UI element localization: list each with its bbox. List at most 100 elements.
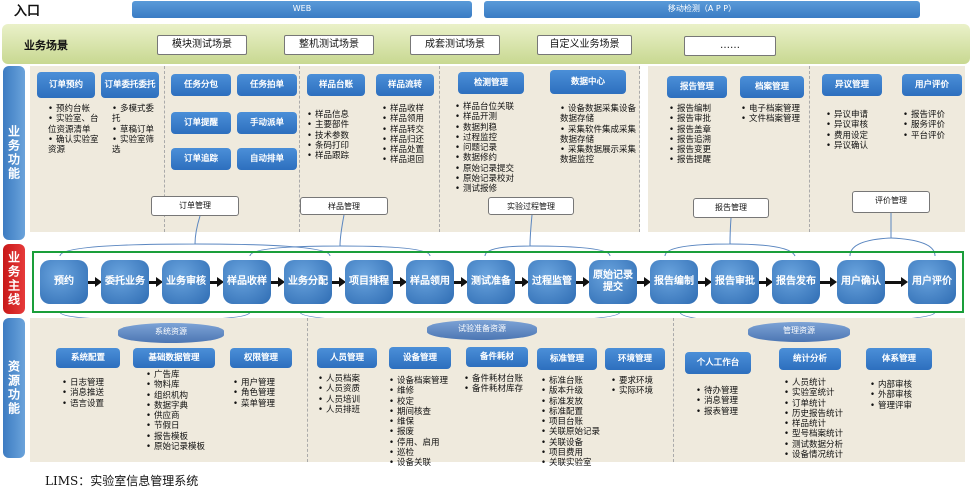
list-item: 供应商 (146, 411, 226, 421)
list-item: 费用设定 (826, 131, 886, 141)
stats-button[interactable]: 统计分析 (779, 348, 841, 370)
list-item: 要求环境 (611, 376, 671, 386)
test-process-label: 实验过程管理 (488, 197, 574, 215)
list-item: 消息推送 (62, 388, 122, 398)
sys-list-3: 用户管理 角色管理 菜单管理 (233, 378, 293, 409)
flow-node-sample-use[interactable]: 样品领用 (406, 260, 454, 304)
permission-button[interactable]: 权限管理 (230, 348, 292, 368)
flow-arrow (885, 277, 908, 287)
list-item: 报告盖章 (669, 125, 729, 135)
flow-node-entrust[interactable]: 委托业务 (101, 260, 149, 304)
flow-node-test-prep[interactable]: 测试准备 (467, 260, 515, 304)
prep-list-3: 备件耗材台账 备件耗材库存 (464, 374, 536, 395)
workbench-button[interactable]: 个人工作台 (685, 352, 751, 374)
list-item: 语言设置 (62, 399, 122, 409)
list-item: 原始记录模板 (146, 442, 226, 452)
spares-button[interactable]: 备件耗材 (466, 347, 528, 367)
mgmt-resource-cylinder: 管理资源 (748, 322, 850, 342)
scene-module[interactable]: 模块测试场景 (157, 35, 247, 55)
list-item: 历史报告统计 (784, 409, 866, 419)
order-entrust-button[interactable]: 订单委托委托 (101, 72, 159, 98)
flow-node-user-confirm[interactable]: 用户确认 (837, 260, 885, 304)
flow-node-user-eval[interactable]: 用户评价 (908, 260, 956, 304)
scene-custom[interactable]: 自定义业务场景 (537, 35, 632, 55)
list-item: 样品台位关联 (455, 102, 537, 112)
flow-node-receive[interactable]: 样品收样 (223, 260, 271, 304)
list-item: 样品领用 (382, 114, 440, 124)
data-center-button[interactable]: 数据中心 (550, 70, 626, 94)
report-mgmt-label: 报告管理 (693, 198, 769, 218)
test-mgmt-button[interactable]: 检测管理 (458, 72, 524, 94)
list-item: 样品信息 (307, 110, 377, 120)
list-item: 标准台账 (541, 376, 613, 386)
auto-schedule-button[interactable]: 自动排单 (237, 148, 297, 170)
list-item: 维保 (389, 417, 463, 427)
order-track-button[interactable]: 订单追踪 (171, 148, 231, 170)
flow-arrow (820, 277, 837, 287)
list-item: 数据字典 (146, 401, 226, 411)
list-item: 样品跟踪 (307, 151, 377, 161)
list-item: 报告编制 (669, 104, 729, 114)
list-item: 实验室、台位资源清单 (48, 114, 106, 135)
eval-list-2: 报告评价 服务评价 平台评价 (903, 110, 963, 141)
list-item: 角色管理 (233, 388, 293, 398)
sample-flow-button[interactable]: 样品流转 (376, 74, 434, 96)
flow-node-schedule[interactable]: 项目排程 (345, 260, 393, 304)
flow-node-booking[interactable]: 预约 (40, 260, 88, 304)
sys-config-button[interactable]: 系统配置 (56, 348, 120, 368)
flow-arrow (576, 277, 590, 287)
list-item: 备件耗材库存 (464, 384, 536, 394)
list-item: 多模式委托 (112, 104, 160, 125)
task-split-button[interactable]: 任务分包 (171, 74, 231, 96)
order-remind-button[interactable]: 订单提醒 (171, 112, 231, 134)
web-entry[interactable]: WEB (132, 1, 472, 18)
list-item: 技术参数 (307, 131, 377, 141)
flow-node-review[interactable]: 业务审核 (162, 260, 210, 304)
list-item: 节假日 (146, 421, 226, 431)
mobile-entry[interactable]: 移动检测（A P P） (484, 1, 920, 18)
staff-mgmt-button[interactable]: 人员管理 (317, 348, 377, 368)
flow-node-report-compile[interactable]: 报告编制 (650, 260, 698, 304)
flow-node-assign[interactable]: 业务分配 (284, 260, 332, 304)
standard-mgmt-button[interactable]: 标准管理 (537, 348, 597, 370)
archive-mgmt-button[interactable]: 档案管理 (740, 76, 804, 98)
scene-complete[interactable]: 成套测试场景 (410, 35, 500, 55)
list-item: 人员统计 (784, 378, 866, 388)
list-item: 数据判稳 (455, 123, 537, 133)
flow-node-raw-submit[interactable]: 原始记录提交 (589, 260, 637, 304)
equipment-mgmt-button[interactable]: 设备管理 (389, 347, 451, 369)
order-list-1: 预约台帐 实验室、台位资源清单 确认实验室资源 (48, 104, 106, 155)
list-item: 校定 (389, 397, 463, 407)
mgmt-list-2: 人员统计 实验室统计 订单统计 历史报告统计 样品统计 型号档案统计 测试数据分… (784, 378, 866, 460)
scene-more[interactable]: …… (684, 36, 776, 56)
task-shoot-button[interactable]: 任务拍单 (237, 74, 297, 96)
order-booking-button[interactable]: 订单预约 (37, 72, 95, 98)
eval-list-1: 异议申请 异议审核 费用设定 异议确认 (826, 110, 886, 151)
list-item: 组织机构 (146, 391, 226, 401)
list-item: 样品开测 (455, 112, 537, 122)
mgmt-list-3: 内部审核 外部审核 管理评审 (870, 380, 930, 411)
list-item: 外部审核 (870, 390, 930, 400)
entry-label: 入口 (14, 4, 41, 19)
list-item: 测试数据分析 (784, 440, 866, 450)
system-mgmt-button[interactable]: 体系管理 (866, 348, 932, 370)
list-item: 原始记录校对 (455, 174, 537, 184)
list-item: 数据修约 (455, 153, 537, 163)
report-mgmt-button[interactable]: 报告管理 (667, 76, 727, 98)
scene-machine[interactable]: 整机测试场景 (284, 35, 374, 55)
base-data-button[interactable]: 基础数据管理 (133, 348, 215, 368)
list-item: 菜单管理 (233, 399, 293, 409)
manual-dispatch-button[interactable]: 手动派单 (237, 112, 297, 134)
user-eval-button[interactable]: 用户评价 (902, 74, 962, 96)
flow-node-report-approve[interactable]: 报告审批 (711, 260, 759, 304)
objection-mgmt-button[interactable]: 异议管理 (822, 74, 882, 96)
list-item: 管理评审 (870, 401, 930, 411)
env-mgmt-button[interactable]: 环境管理 (605, 348, 665, 370)
list-item: 样品归还 (382, 135, 440, 145)
flow-arrow (698, 277, 712, 287)
list-item: 电子档案管理 (741, 104, 811, 114)
flow-node-report-publish[interactable]: 报告发布 (772, 260, 820, 304)
flow-node-monitor[interactable]: 过程监管 (528, 260, 576, 304)
sys-resource-cylinder: 系统资源 (118, 323, 224, 343)
sample-ledger-button[interactable]: 样品台账 (307, 74, 365, 96)
